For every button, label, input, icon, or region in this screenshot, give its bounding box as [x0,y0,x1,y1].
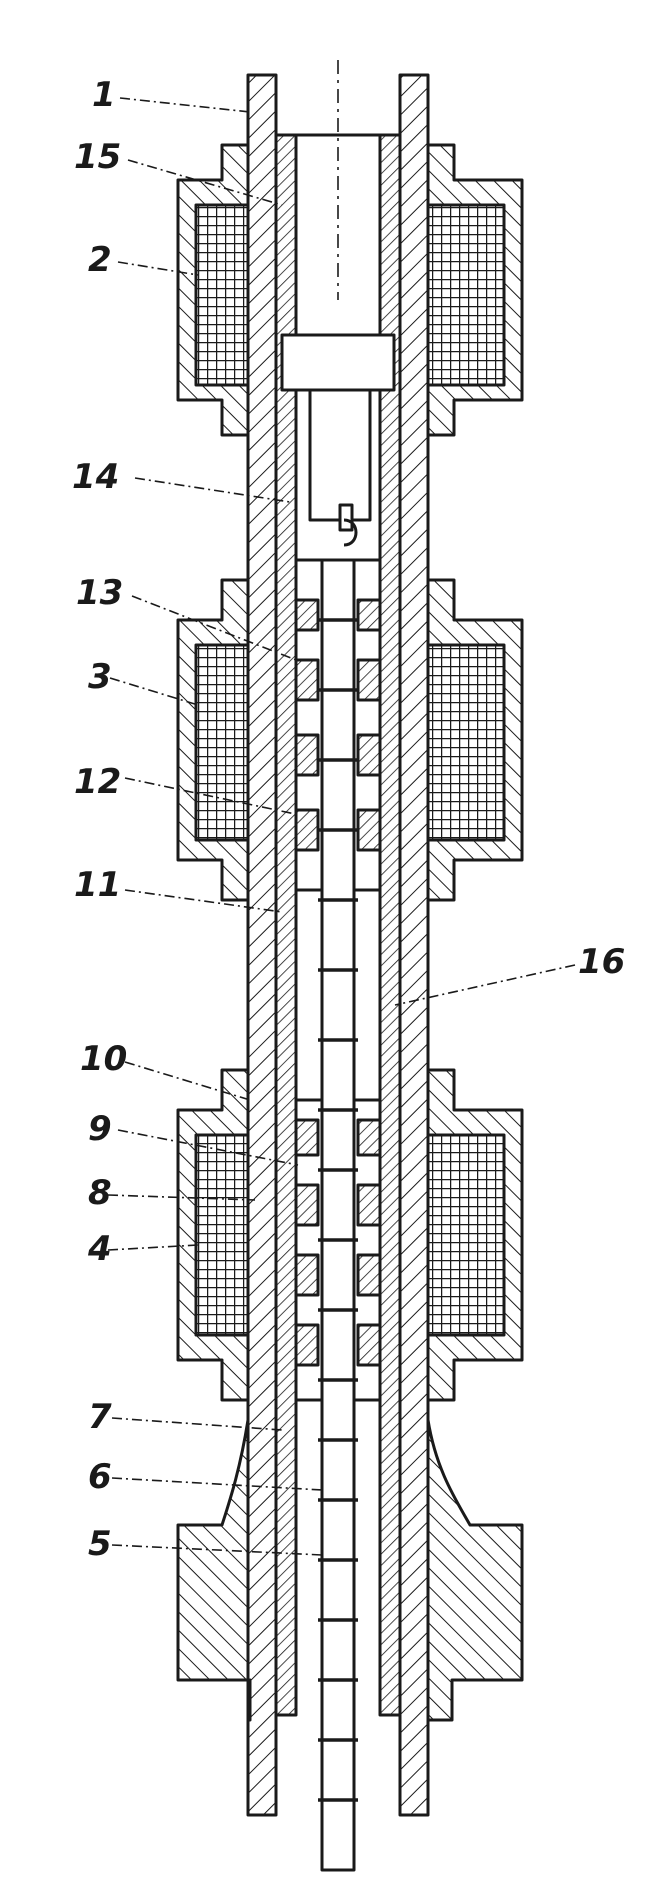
central-rod [318,560,358,1870]
callout-label: 14 [72,460,119,494]
callout-label: 3 [88,660,112,694]
callout-label: 7 [88,1400,112,1434]
callout-label: 16 [578,945,625,979]
callout-label: 9 [88,1112,112,1146]
callout-label: 2 [88,243,112,277]
callout-label: 11 [74,868,121,902]
callout-label: 8 [88,1176,112,1210]
callout-label: 13 [76,576,123,610]
callout-label: 15 [74,140,121,174]
callout-label: 5 [88,1527,112,1561]
callout-label: 10 [80,1042,127,1076]
callout-label: 4 [88,1232,112,1266]
callout-label: 12 [74,765,121,799]
callout-label: 1 [92,78,116,112]
callout-label: 6 [88,1460,112,1494]
